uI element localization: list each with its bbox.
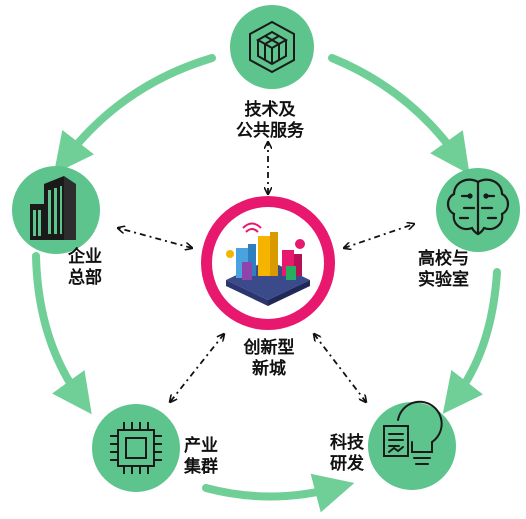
node-industry [92,404,180,492]
lightbulb-document-icon [383,400,443,465]
node-univ [436,168,520,252]
node-tech [230,5,314,89]
arrow-industry-to-rnd [202,473,355,513]
arrow-univ-to-rnd [442,268,501,414]
city-illustration [226,222,310,306]
node-hq [12,166,100,254]
arrow-tech-to-univ [328,54,470,175]
label-tech: 技术及 公共服务 [236,100,304,141]
arrow-hq-to-industry [32,252,92,415]
cycle-arrows [32,54,501,513]
label-industry: 产业 集群 [184,436,218,477]
microchip-icon [110,422,162,474]
center-label: 创新型 新城 [243,338,295,379]
link-center-industry [170,334,224,402]
link-center-univ [344,224,414,248]
dashed-links [118,142,414,402]
arrow-tech-to-hq [53,54,216,174]
link-center-hq [118,228,192,248]
center-node [201,196,335,330]
node-rnd [368,400,456,490]
cube-icon [249,20,295,74]
link-center-rnd [314,334,366,402]
brain-icon [446,178,510,236]
label-hq: 企业 总部 [68,247,102,288]
label-rnd: 科技 研发 [330,433,364,474]
office-building-icon [30,176,76,240]
label-univ: 高校与 实验室 [418,249,469,290]
